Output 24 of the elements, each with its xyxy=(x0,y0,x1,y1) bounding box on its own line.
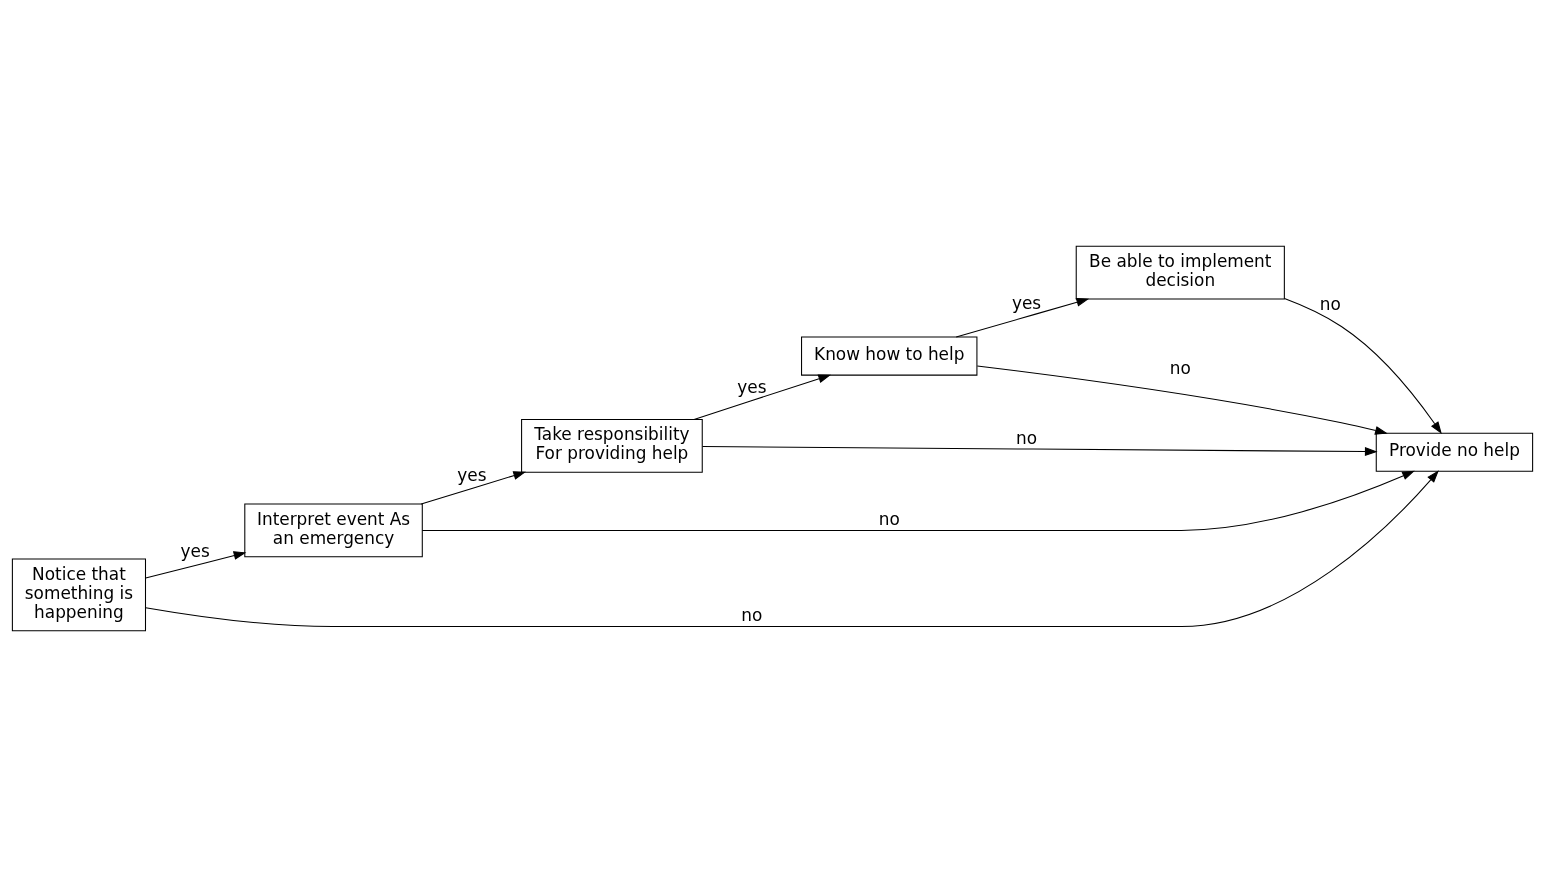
edge-label: no xyxy=(1169,357,1191,378)
arrow xyxy=(1284,297,1442,434)
node-box: Be able to implement decision xyxy=(1075,245,1285,300)
edge-label: no xyxy=(1319,293,1341,314)
edge-label: yes xyxy=(457,464,487,485)
arrow xyxy=(145,469,1439,627)
arrow xyxy=(420,470,527,504)
edge-label: no xyxy=(878,508,900,529)
node-box: Interpret event As an emergency xyxy=(244,502,423,557)
node-box: Take responsibility For providing help xyxy=(521,418,703,473)
arrow xyxy=(702,445,1378,456)
edge-label: no xyxy=(741,604,763,625)
node-box: Notice that something is happening xyxy=(11,557,147,631)
edge-label: yes xyxy=(737,376,767,397)
arrow xyxy=(145,550,247,579)
arrow xyxy=(693,373,832,420)
edge-label: yes xyxy=(180,540,210,561)
edge-label: no xyxy=(1016,427,1038,448)
edge-label: yes xyxy=(1011,292,1042,313)
arrow xyxy=(976,365,1388,435)
arrow xyxy=(421,470,1415,531)
node-box: Provide no help xyxy=(1375,432,1534,472)
node-box: Know how to help xyxy=(801,336,978,376)
arrow xyxy=(955,297,1090,338)
